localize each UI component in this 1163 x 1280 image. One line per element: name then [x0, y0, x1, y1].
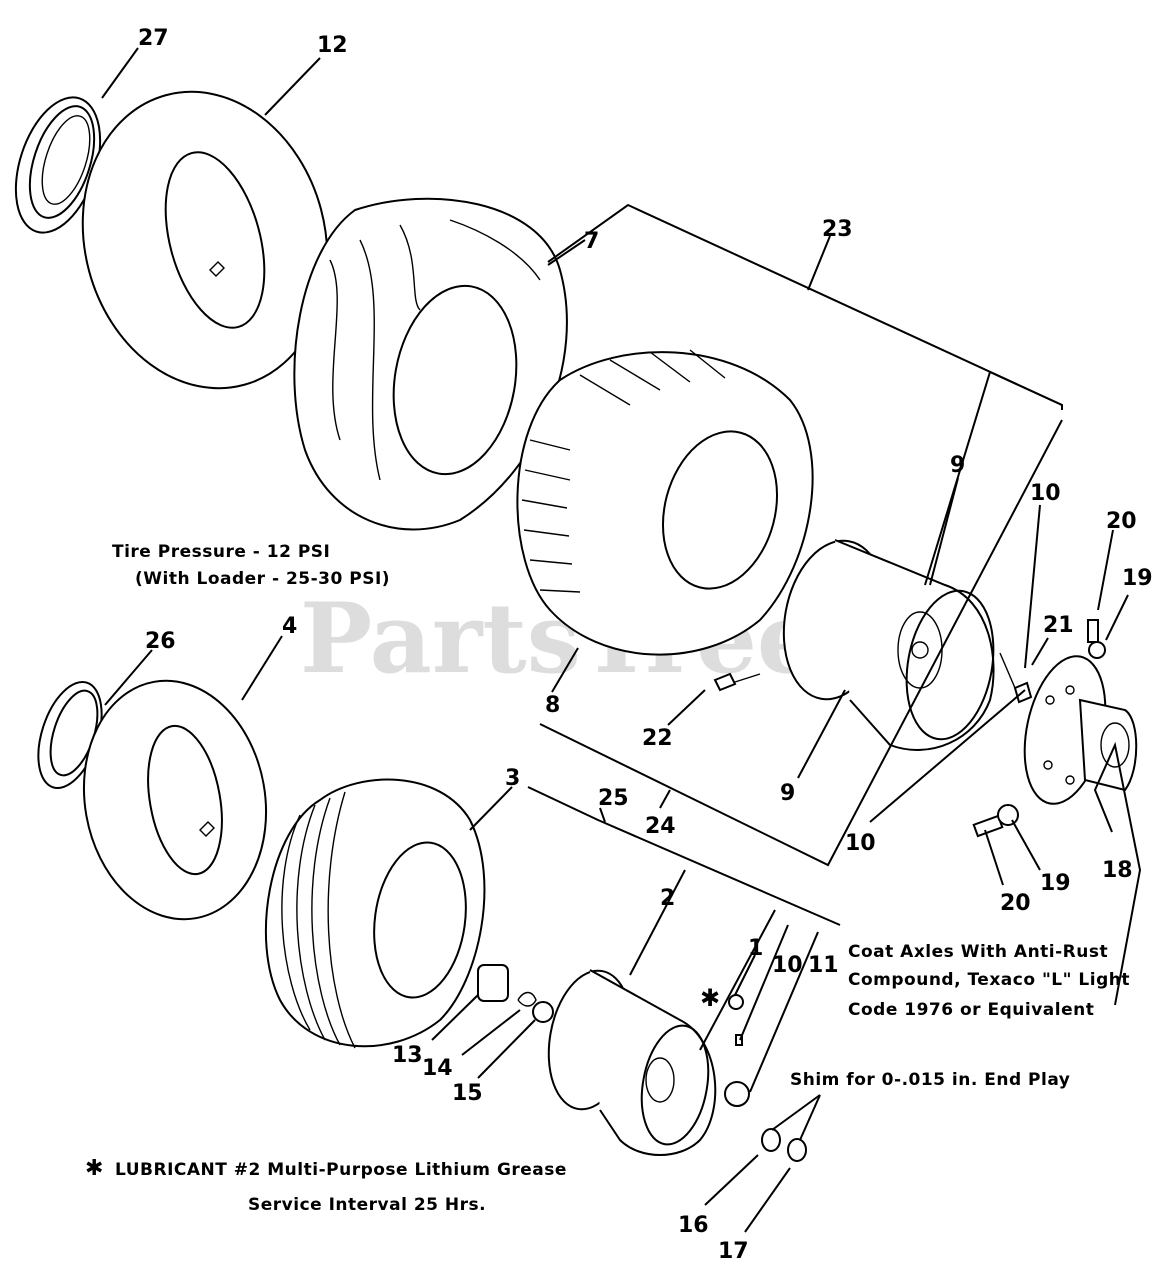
- turf-tire-7: [293, 197, 568, 531]
- callout-24: 24: [645, 814, 676, 839]
- callout-7: 7: [584, 229, 599, 254]
- inner-tube-4: [82, 679, 268, 921]
- callout-19-lower: 19: [1040, 871, 1071, 896]
- callout-14: 14: [422, 1056, 453, 1081]
- lug-tire-8: [516, 349, 814, 656]
- coat-axles-line-3: Code 1976 or Equivalent: [848, 1000, 1094, 1020]
- inner-tube-12: [81, 90, 329, 390]
- callout-15: 15: [452, 1081, 483, 1106]
- callout-10-lower-center: 10: [772, 953, 803, 978]
- shim-note: Shim for 0-.015 in. End Play: [790, 1070, 1070, 1090]
- rib-tire-3: [264, 778, 486, 1049]
- callout-12: 12: [317, 33, 348, 58]
- leader-lines: [101, 47, 1142, 1233]
- service-interval-note: Service Interval 25 Hrs.: [248, 1195, 486, 1215]
- callout-22: 22: [642, 726, 673, 751]
- callout-19-upper: 19: [1122, 566, 1153, 591]
- callout-3: 3: [505, 766, 520, 791]
- callout-11: 11: [808, 953, 839, 978]
- lubricant-asterisk: ✱: [85, 1156, 104, 1181]
- callout-21: 21: [1043, 613, 1074, 638]
- hub-18: [1023, 655, 1138, 805]
- hardware-upper: [713, 619, 1106, 838]
- coat-axles-line-1: Coat Axles With Anti-Rust: [848, 942, 1108, 962]
- callout-1: 1: [748, 936, 763, 961]
- callout-labels: 27 12 7 23 9 10 20 19 21 22 8 9 10 24 26…: [138, 26, 1153, 1264]
- notes: Tire Pressure - 12 PSI (With Loader - 25…: [85, 542, 1130, 1215]
- callout-20-lower: 20: [1000, 891, 1031, 916]
- wheel-rim-9: [782, 539, 995, 751]
- tire-pressure-note: Tire Pressure - 12 PSI: [112, 542, 330, 562]
- callout-18: 18: [1102, 858, 1133, 883]
- callout-10-lower-right: 10: [845, 831, 876, 856]
- callout-9-lower: 9: [780, 781, 795, 806]
- asterisk-marker: ✱: [700, 984, 721, 1012]
- wheel-rim-2: [547, 969, 717, 1156]
- callout-9-upper: 9: [950, 453, 965, 478]
- callout-13: 13: [392, 1043, 423, 1068]
- callout-4: 4: [282, 614, 297, 639]
- callout-17: 17: [718, 1239, 749, 1264]
- callout-25: 25: [598, 786, 629, 811]
- callout-2: 2: [660, 886, 675, 911]
- with-loader-note: (With Loader - 25-30 PSI): [135, 569, 390, 589]
- callout-16: 16: [678, 1213, 709, 1238]
- callout-26: 26: [145, 629, 176, 654]
- callout-27: 27: [138, 26, 169, 51]
- lubricant-note: LUBRICANT #2 Multi-Purpose Lithium Greas…: [115, 1160, 567, 1180]
- callout-20-upper: 20: [1106, 509, 1137, 534]
- callout-10-upper: 10: [1030, 481, 1061, 506]
- callout-8: 8: [545, 693, 560, 718]
- coat-axles-line-2: Compound, Texaco "L" Light: [848, 970, 1130, 990]
- callout-23: 23: [822, 217, 853, 242]
